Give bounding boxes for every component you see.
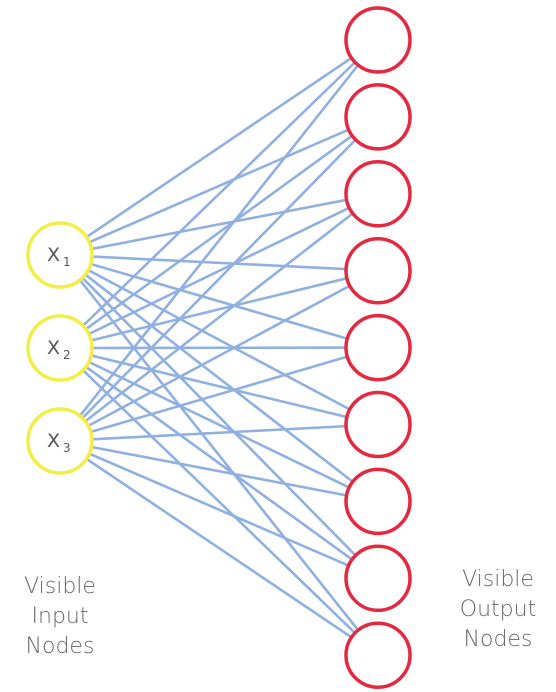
output-caption-line: Nodes — [463, 627, 533, 652]
input-caption-line: Input — [31, 604, 89, 629]
connection-line — [58, 192, 380, 350]
output-node — [344, 236, 412, 305]
connection-line — [58, 346, 380, 503]
connection-line — [58, 192, 380, 257]
connection-line — [58, 423, 380, 443]
connection-line — [58, 439, 380, 580]
output-node — [344, 160, 412, 228]
output-nodes-caption: Visible Output Nodes — [440, 565, 556, 655]
input-node — [26, 221, 94, 289]
output-node — [344, 6, 412, 74]
input-node-subscript: 1 — [63, 255, 71, 269]
input-node-subscript: 3 — [63, 441, 71, 455]
input-node — [26, 407, 94, 475]
connection-line — [58, 269, 380, 443]
connection-line — [58, 38, 380, 350]
connection-line — [58, 253, 380, 426]
connection-line — [58, 38, 380, 257]
output-node — [344, 544, 412, 613]
output-caption-line: Output — [459, 597, 537, 622]
output-node — [344, 390, 412, 459]
output-nodes — [344, 6, 412, 689]
output-node — [344, 83, 412, 151]
connection-line — [58, 115, 380, 350]
input-nodes-caption: Visible Input Nodes — [5, 572, 115, 662]
connection-line — [58, 346, 380, 443]
input-node-label: X — [47, 244, 60, 266]
connection-line — [58, 115, 380, 257]
input-caption-line: Nodes — [25, 634, 95, 659]
connection-line — [58, 192, 380, 443]
connection-line — [58, 253, 380, 349]
connection-line — [58, 253, 380, 273]
connection-lines — [58, 38, 380, 657]
input-node-subscript: 2 — [63, 348, 71, 362]
input-caption-line: Visible — [24, 574, 96, 599]
output-node — [344, 467, 412, 536]
input-node-label: X — [47, 337, 60, 359]
connection-line — [58, 269, 380, 350]
connection-line — [58, 439, 380, 657]
connection-line — [58, 439, 380, 503]
output-node — [344, 621, 412, 689]
output-node — [344, 313, 412, 382]
input-node-label: X — [47, 430, 60, 452]
output-caption-line: Visible — [462, 567, 534, 592]
connection-line — [58, 38, 380, 443]
input-node — [26, 314, 94, 382]
connection-line — [58, 346, 380, 426]
connection-line — [58, 115, 380, 443]
